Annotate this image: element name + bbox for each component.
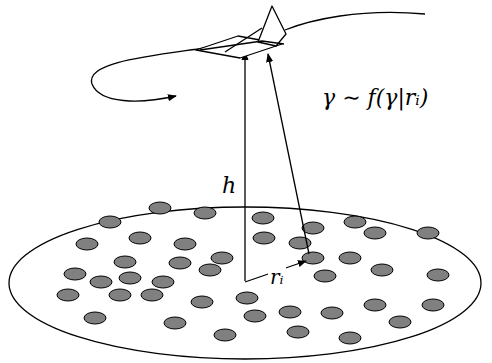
sensor-node: [169, 257, 191, 269]
sensor-node: [191, 296, 213, 308]
sensor-node: [314, 270, 336, 282]
sensor-node: [64, 268, 86, 280]
sensor-node: [149, 202, 171, 214]
sensor-node: [129, 232, 151, 244]
sensor-node: [119, 272, 141, 284]
sensor-node: [211, 252, 233, 264]
height-arrow: [244, 52, 245, 281]
sensor-node: [114, 256, 136, 268]
sensor-node: [236, 292, 258, 304]
sensor-node: [339, 252, 361, 264]
sensor-node: [364, 227, 386, 239]
height-label: h: [220, 174, 238, 198]
sensor-node: [321, 307, 343, 319]
sensor-node: [214, 329, 236, 341]
sensor-node: [287, 326, 309, 338]
sensor-node: [389, 316, 411, 328]
sensor-node: [57, 289, 79, 301]
sensor-node: [199, 264, 221, 276]
sensor-node: [152, 276, 174, 288]
sensor-node: [364, 299, 386, 311]
sensor-field: [57, 202, 449, 344]
sensor-node: [194, 207, 216, 219]
radius-label: rᵢ: [268, 266, 286, 288]
sensor-node: [99, 216, 121, 228]
sensor-node: [84, 312, 106, 324]
sensor-node: [344, 216, 366, 228]
sensor-node: [253, 232, 275, 244]
sensor-node: [422, 299, 444, 311]
sensor-node: [339, 332, 361, 344]
sensor-node: [302, 252, 324, 264]
sensor-node: [279, 306, 301, 318]
sensor-node: [174, 238, 196, 250]
sensor-node: [252, 212, 274, 224]
link-arrow: [268, 54, 309, 254]
sensor-node: [417, 227, 439, 239]
sensor-node: [164, 317, 186, 329]
likelihood-label: γ ∼ f(γ|rᵢ): [320, 86, 430, 110]
sensor-node: [302, 222, 324, 234]
aircraft: [196, 6, 286, 58]
sensor-node: [427, 269, 449, 281]
sensor-node: [244, 310, 266, 322]
sensor-node: [90, 276, 112, 288]
sensor-node: [371, 264, 393, 276]
sensor-node: [76, 238, 98, 250]
sensor-node: [109, 289, 131, 301]
sensor-node: [141, 289, 163, 301]
